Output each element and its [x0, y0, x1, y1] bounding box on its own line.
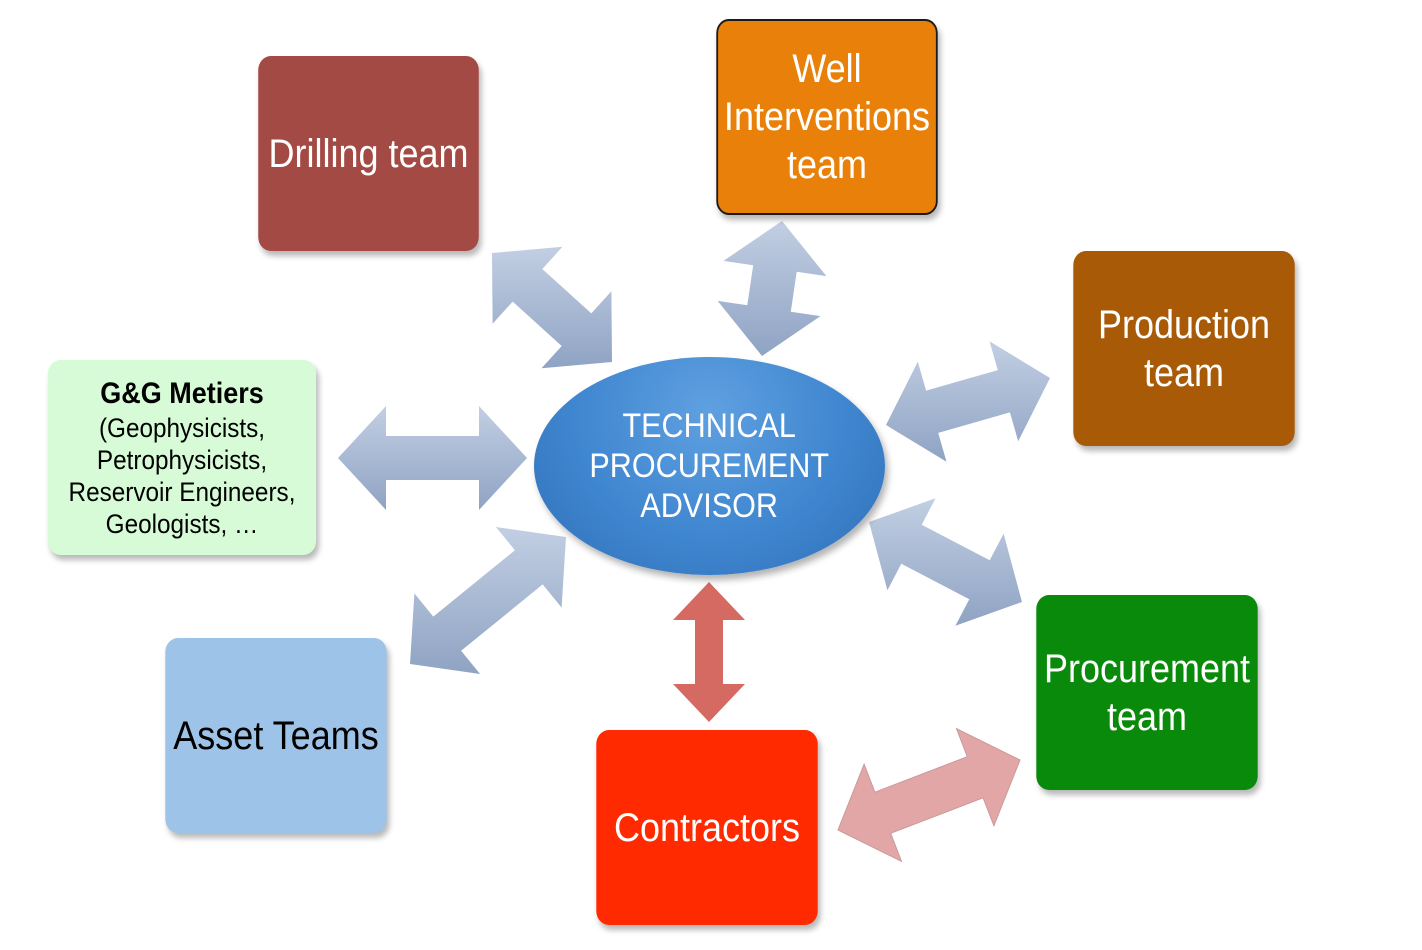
asset-teams-box: Asset Teams — [165, 638, 387, 833]
production-team-box: Production team — [1073, 251, 1295, 446]
procurement-team-box: Procurement team — [1036, 595, 1258, 790]
gg-metiers-title: G&G Metiers — [100, 376, 264, 410]
well-interventions-team-box: Well Interventions team — [716, 19, 938, 215]
procurement-team-label: Procurement team — [1043, 646, 1251, 739]
arrow-center-procurement — [869, 498, 1022, 626]
technical-procurement-advisor-ellipse: TECHNICAL PROCUREMENT ADVISOR — [534, 357, 885, 575]
well-interventions-team-label: Well Interventions team — [723, 47, 931, 187]
arrow-procurement-contractors — [837, 727, 1021, 863]
arrow-center-drilling — [492, 246, 612, 369]
contractors-label: Contractors — [613, 805, 801, 850]
contractors-box: Contractors — [596, 730, 818, 925]
arrow-center-contractors — [673, 582, 745, 722]
asset-teams-label: Asset Teams — [173, 713, 379, 758]
arrow-center-production — [886, 341, 1050, 462]
center-label: TECHNICAL PROCUREMENT ADVISOR — [589, 407, 830, 525]
arrow-center-well — [717, 221, 827, 356]
drilling-team-box: Drilling team — [258, 56, 479, 251]
arrow-center-gg — [338, 406, 527, 510]
gg-metiers-details: (Geophysicists, Petrophysicists, Reservo… — [68, 412, 296, 539]
gg-metiers-box: G&G Metiers (Geophysicists, Petrophysici… — [47, 360, 317, 555]
production-team-label: Production team — [1097, 302, 1271, 395]
arrow-center-asset — [410, 527, 566, 674]
drilling-team-label: Drilling team — [268, 131, 469, 176]
